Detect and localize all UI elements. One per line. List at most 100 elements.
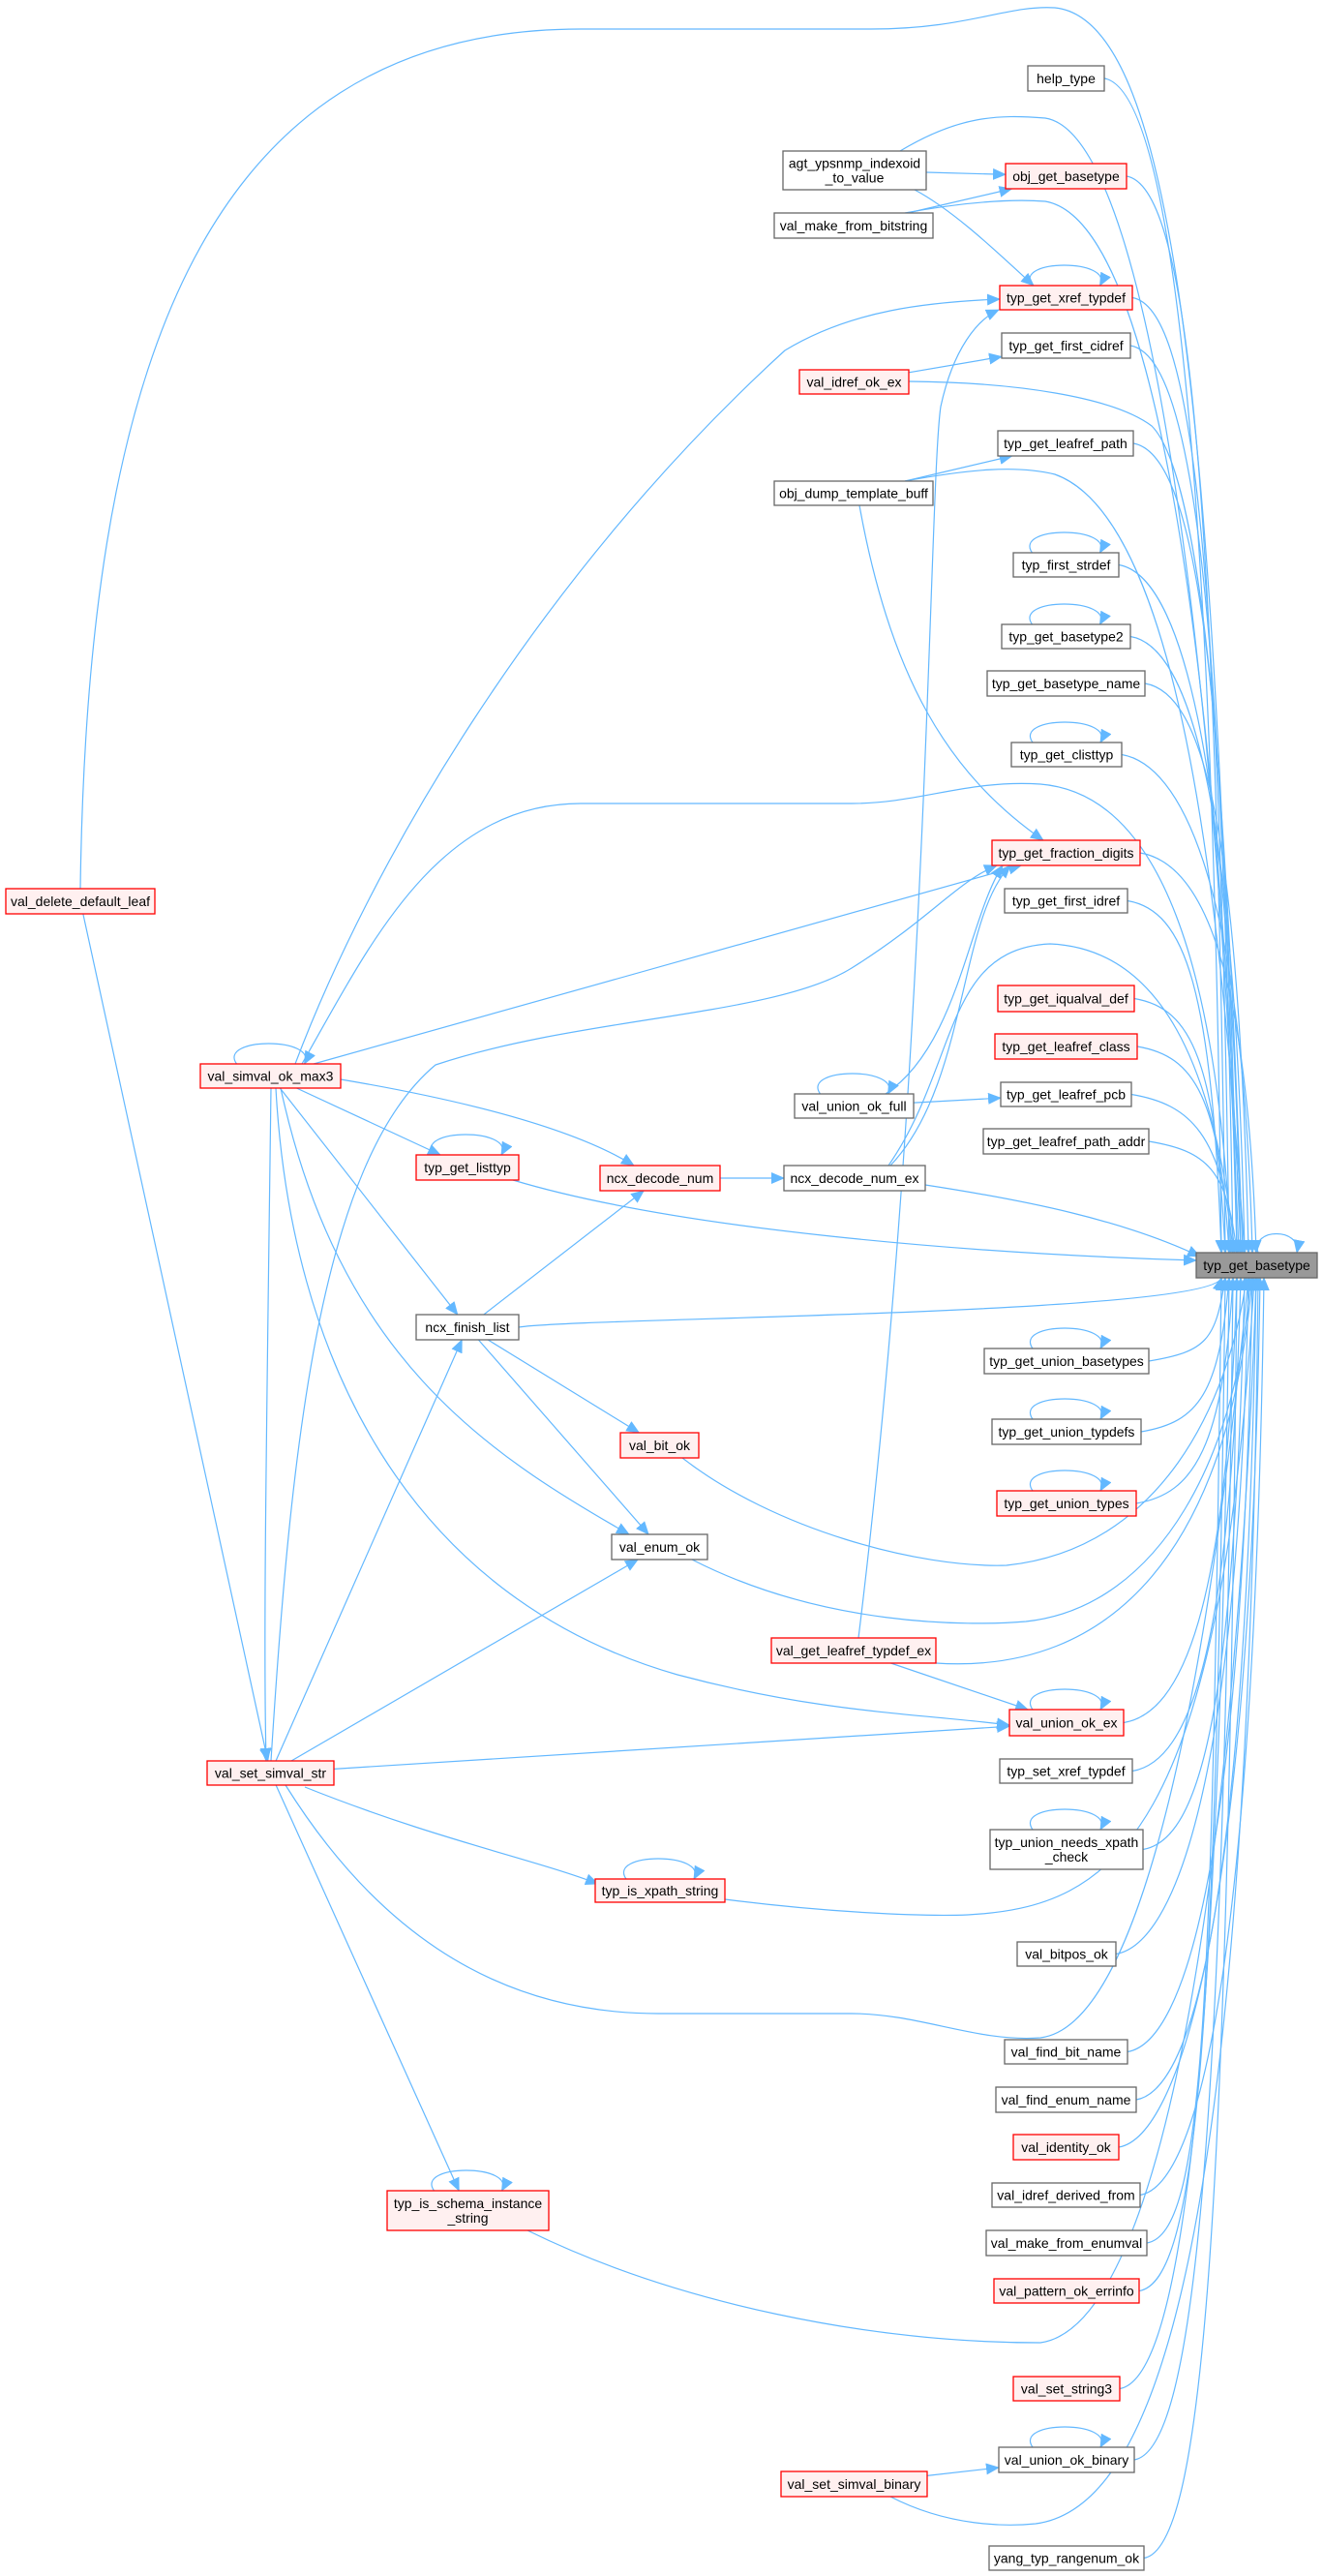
node-box[interactable]: [997, 430, 1134, 457]
node-box[interactable]: [991, 1418, 1142, 1445]
node-box[interactable]: [983, 1348, 1150, 1375]
node-val-enum-ok[interactable]: val_enum_ok: [611, 1533, 708, 1561]
node-val-simval-ok-max3[interactable]: val_simval_ok_max3: [199, 1063, 342, 1089]
node-val-get-leafref-typdef-ex[interactable]: val_get_leafref_typdef_ex: [770, 1637, 937, 1664]
node-box[interactable]: [997, 985, 1135, 1013]
node-val-union-ok-ex[interactable]: val_union_ok_ex: [1008, 1709, 1125, 1737]
node-box[interactable]: [1012, 552, 1120, 578]
node-box[interactable]: [1005, 163, 1128, 190]
node-box[interactable]: [415, 1154, 520, 1181]
node-box[interactable]: [611, 1533, 708, 1561]
node-typ-is-xpath-string[interactable]: typ_is_xpath_string: [594, 1878, 726, 1903]
node-box[interactable]: [1008, 1709, 1125, 1737]
node-typ-get-iqualval-def[interactable]: typ_get_iqualval_def: [997, 985, 1135, 1013]
node-typ-get-listtyp[interactable]: typ_get_listtyp: [415, 1154, 520, 1181]
node-typ-get-union-typdefs[interactable]: typ_get_union_typdefs: [991, 1418, 1142, 1445]
node-typ-set-xref-typdef[interactable]: typ_set_xref_typdef: [999, 1758, 1133, 1784]
node-val-bitpos-ok[interactable]: val_bitpos_ok: [1016, 1941, 1117, 1967]
node-typ-get-leafref-path-addr[interactable]: typ_get_leafref_path_addr: [982, 1128, 1150, 1155]
node-typ-get-union-basetypes[interactable]: typ_get_union_basetypes: [983, 1348, 1150, 1375]
node-typ-get-first-cidref[interactable]: typ_get_first_cidref: [1001, 332, 1131, 359]
node-box[interactable]: [783, 1165, 926, 1192]
node-box[interactable]: [998, 2446, 1135, 2473]
node-yang-typ-rangenum-ok[interactable]: yang_typ_rangenum_ok: [988, 2545, 1145, 2571]
node-box[interactable]: [594, 1878, 726, 1903]
node-box[interactable]: [798, 369, 910, 395]
node-box[interactable]: [199, 1063, 342, 1089]
node-box[interactable]: [999, 1758, 1133, 1784]
node-val-set-simval-binary[interactable]: val_set_simval_binary: [780, 2470, 928, 2498]
node-box[interactable]: [999, 285, 1133, 311]
node-typ-get-basetype-name[interactable]: typ_get_basetype_name: [986, 670, 1146, 697]
node-typ-get-union-types[interactable]: typ_get_union_types: [996, 1490, 1137, 1517]
node-val-find-enum-name[interactable]: val_find_enum_name: [995, 2086, 1137, 2113]
node-val-set-string3[interactable]: val_set_string3: [1012, 2376, 1121, 2402]
node-box[interactable]: [1010, 742, 1123, 768]
node-box[interactable]: [982, 1128, 1150, 1155]
node-box[interactable]: [386, 2190, 550, 2231]
node-obj-get-basetype[interactable]: obj_get_basetype: [1005, 163, 1128, 190]
node-box[interactable]: [991, 2182, 1141, 2208]
node-box[interactable]: [780, 2470, 928, 2498]
node-box[interactable]: [986, 670, 1146, 697]
node-typ-get-clisttyp[interactable]: typ_get_clisttyp: [1010, 742, 1123, 768]
node-box[interactable]: [1027, 65, 1105, 92]
node-box[interactable]: [991, 839, 1141, 866]
node-box[interactable]: [993, 2278, 1140, 2304]
node-box[interactable]: [599, 1165, 721, 1192]
node-typ-get-xref-typdef[interactable]: typ_get_xref_typdef: [999, 285, 1133, 311]
node-help-type[interactable]: help_type: [1027, 65, 1105, 92]
node-box[interactable]: [5, 888, 156, 915]
node-typ-first-strdef[interactable]: typ_first_strdef: [1012, 552, 1120, 578]
node-val-bit-ok[interactable]: val_bit_ok: [619, 1432, 700, 1459]
node-box[interactable]: [1012, 2134, 1120, 2161]
node-box[interactable]: [773, 212, 934, 239]
node-box[interactable]: [988, 2545, 1145, 2571]
node-typ-get-fraction-digits[interactable]: typ_get_fraction_digits: [991, 839, 1141, 866]
node-val-find-bit-name[interactable]: val_find_bit_name: [1004, 2039, 1128, 2065]
node-box[interactable]: [415, 1314, 520, 1341]
node-box[interactable]: [619, 1432, 700, 1459]
node-val-set-simval-str[interactable]: val_set_simval_str: [206, 1760, 335, 1786]
node-ncx-finish-list[interactable]: ncx_finish_list: [415, 1314, 520, 1341]
node-box[interactable]: [1195, 1252, 1318, 1279]
node-box[interactable]: [773, 480, 934, 506]
node-typ-is-schema-instance-string[interactable]: typ_is_schema_instance_string: [386, 2190, 550, 2231]
node-box[interactable]: [1012, 2376, 1121, 2402]
node-typ-get-first-idref[interactable]: typ_get_first_idref: [1004, 888, 1128, 914]
node-box[interactable]: [794, 1093, 915, 1119]
node-val-delete-default-leaf[interactable]: val_delete_default_leaf: [5, 888, 156, 915]
node-typ-get-leafref-pcb[interactable]: typ_get_leafref_pcb: [1000, 1081, 1132, 1107]
node-val-pattern-ok-errinfo[interactable]: val_pattern_ok_errinfo: [993, 2278, 1140, 2304]
node-box[interactable]: [1004, 888, 1128, 914]
node-ncx-decode-num-ex[interactable]: ncx_decode_num_ex: [783, 1165, 926, 1192]
node-val-idref-derived-from[interactable]: val_idref_derived_from: [991, 2182, 1141, 2208]
node-typ-get-leafref-class[interactable]: typ_get_leafref_class: [994, 1033, 1138, 1060]
node-ncx-decode-num[interactable]: ncx_decode_num: [599, 1165, 721, 1192]
node-val-idref-ok-ex[interactable]: val_idref_ok_ex: [798, 369, 910, 395]
node-typ-get-leafref-path[interactable]: typ_get_leafref_path: [997, 430, 1134, 457]
node-box[interactable]: [1016, 1941, 1117, 1967]
node-box[interactable]: [1000, 1081, 1132, 1107]
node-box[interactable]: [989, 1829, 1144, 1870]
node-box[interactable]: [782, 150, 927, 191]
node-box[interactable]: [1004, 2039, 1128, 2065]
node-agt-ypsnmp-indexoid-to-value[interactable]: agt_ypsnmp_indexoid_to_value: [782, 150, 927, 191]
node-val-make-from-bitstring[interactable]: val_make_from_bitstring: [773, 212, 934, 239]
node-box[interactable]: [985, 2229, 1148, 2257]
node-box[interactable]: [206, 1760, 335, 1786]
node-box[interactable]: [1001, 332, 1131, 359]
node-box[interactable]: [996, 1490, 1137, 1517]
node-box[interactable]: [995, 2086, 1137, 2113]
node-val-union-ok-full[interactable]: val_union_ok_full: [794, 1093, 915, 1119]
node-typ-get-basetype[interactable]: typ_get_basetype: [1195, 1252, 1318, 1279]
node-val-union-ok-binary[interactable]: val_union_ok_binary: [998, 2446, 1135, 2473]
node-val-identity-ok[interactable]: val_identity_ok: [1012, 2134, 1120, 2161]
node-box[interactable]: [994, 1033, 1138, 1060]
node-typ-get-basetype2[interactable]: typ_get_basetype2: [1001, 623, 1131, 650]
node-box[interactable]: [1001, 623, 1131, 650]
node-box[interactable]: [770, 1637, 937, 1664]
node-typ-union-needs-xpath-check[interactable]: typ_union_needs_xpath_check: [989, 1829, 1144, 1870]
node-val-make-from-enumval[interactable]: val_make_from_enumval: [985, 2229, 1148, 2257]
node-obj-dump-template-buff[interactable]: obj_dump_template_buff: [773, 480, 934, 506]
